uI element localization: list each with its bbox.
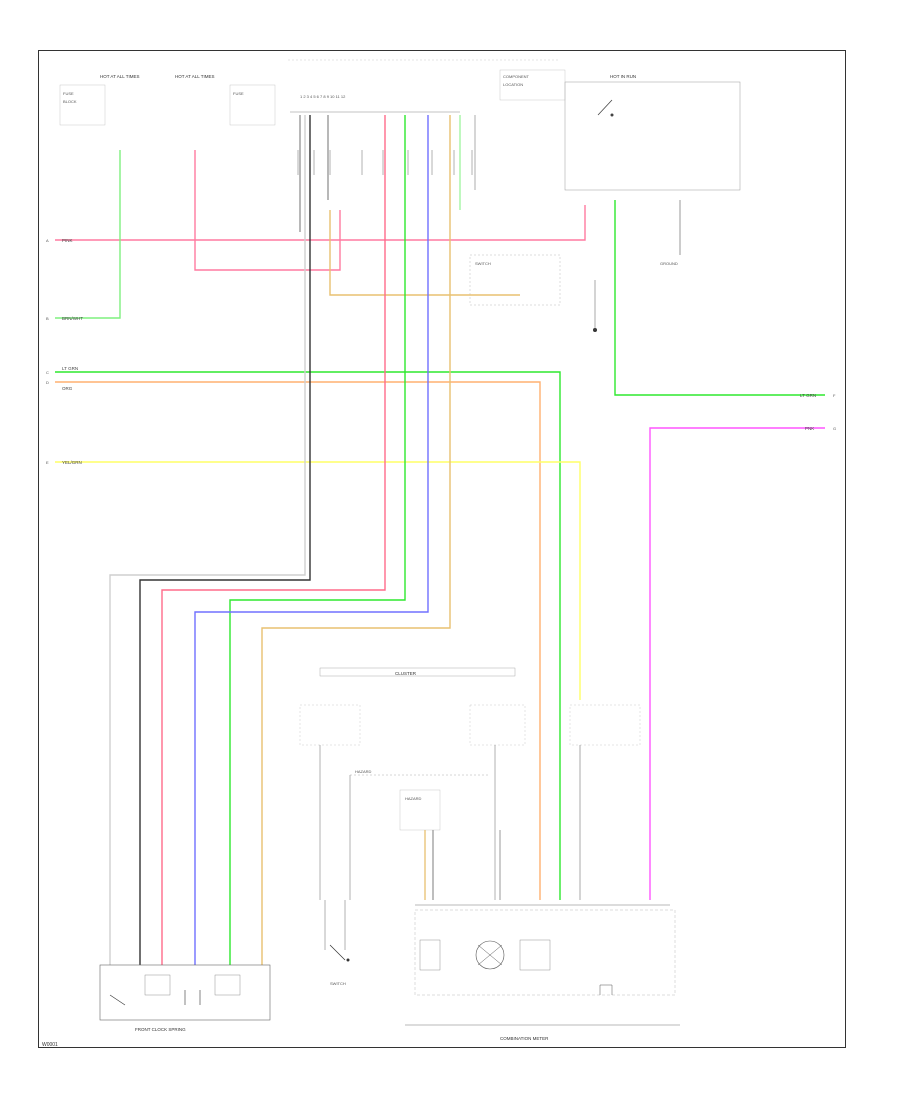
wire-magenta	[649, 427, 825, 900]
wire-pink-v	[161, 115, 386, 965]
svg-text:G: G	[833, 426, 836, 431]
fuse-box-left: HOT AT ALL TIMES FUSE BLOCK	[59, 74, 140, 126]
left-labels: PINK BRN/WHT LT GRN ORG YEL/GRN A B C D …	[46, 238, 83, 465]
svg-text:1 2 3 4 5 6 7 8 9 10 11 12: 1 2 3 4 5 6 7 8 9 10 11 12	[300, 94, 346, 99]
svg-text:FUSE: FUSE	[233, 91, 244, 96]
label-pink: PINK	[62, 238, 73, 243]
svg-text:FUSE: FUSE	[63, 91, 74, 96]
top-connector-block: 1 2 3 4 5 6 7 8 9 10 11 12	[288, 59, 560, 113]
label-brn: BRN/WHT	[62, 316, 83, 321]
fuse-box-center: HOT AT ALL TIMES FUSE	[175, 74, 276, 126]
wire-blue-v	[194, 115, 429, 965]
svg-text:D: D	[46, 380, 49, 385]
wire-green-v	[229, 115, 406, 965]
svg-text:SWITCH: SWITCH	[475, 261, 491, 266]
combination-meter: COMBINATION METER	[405, 904, 680, 1041]
front-clock-spring: FRONT CLOCK SPRING	[99, 964, 271, 1032]
svg-text:HAZARD: HAZARD	[355, 769, 372, 774]
clock-spring-label: FRONT CLOCK SPRING	[135, 1027, 186, 1032]
svg-text:COMPONENT: COMPONENT	[503, 74, 530, 79]
wire-tan-v	[261, 115, 451, 965]
svg-text:GROUND: GROUND	[660, 261, 678, 266]
wires	[55, 115, 825, 965]
wire-tan-1	[329, 210, 520, 296]
diagram-frame	[38, 50, 846, 1048]
wire-pink-1	[55, 205, 586, 241]
right-labels: LT GRN PNK F G	[800, 393, 836, 431]
svg-text:BLOCK: BLOCK	[63, 99, 77, 104]
switch-cluster-right: SWITCH GROUND	[469, 200, 681, 332]
combination-meter-label: COMBINATION METER	[500, 1036, 549, 1041]
svg-text:LOCATION: LOCATION	[503, 82, 523, 87]
footer-code: W0001	[42, 1042, 58, 1048]
wire-pink-2	[194, 150, 341, 271]
svg-text:E: E	[46, 460, 49, 465]
svg-text:B: B	[46, 316, 49, 321]
wire-green-right	[614, 200, 825, 396]
wire-white-v	[109, 115, 306, 965]
connector-ticks	[297, 150, 473, 175]
hot-run-label: HOT IN RUN	[610, 74, 636, 79]
wire-green-1	[55, 371, 561, 900]
label-ltgrn: LT GRN	[62, 366, 78, 371]
label-r-pnk: PNK	[805, 426, 814, 431]
hot-label-2: HOT AT ALL TIMES	[175, 74, 215, 79]
label-r-ltgrn: LT GRN	[800, 393, 816, 398]
hazard-label: HAZARD	[405, 796, 422, 801]
wire-yellow-1	[55, 461, 581, 700]
wire-black-v	[139, 115, 311, 965]
hot-label-1: HOT AT ALL TIMES	[100, 74, 140, 79]
bottom-switch: SWITCH	[324, 900, 350, 986]
wire-lightgreen-1	[55, 150, 121, 319]
wire-orange-1	[55, 381, 541, 900]
svg-text:C: C	[46, 370, 49, 375]
svg-text:SWITCH: SWITCH	[330, 981, 346, 986]
cluster-box: CLUSTER HAZARD HAZARD	[299, 667, 641, 900]
label-org: ORG	[62, 386, 73, 391]
label-yelgrn: YEL/GRN	[62, 460, 82, 465]
svg-text:F: F	[833, 393, 836, 398]
svg-text:A: A	[46, 238, 49, 243]
fuse-box-right: HOT IN RUN COMPONENT LOCATION	[499, 69, 741, 191]
cluster-label: CLUSTER	[395, 671, 417, 676]
